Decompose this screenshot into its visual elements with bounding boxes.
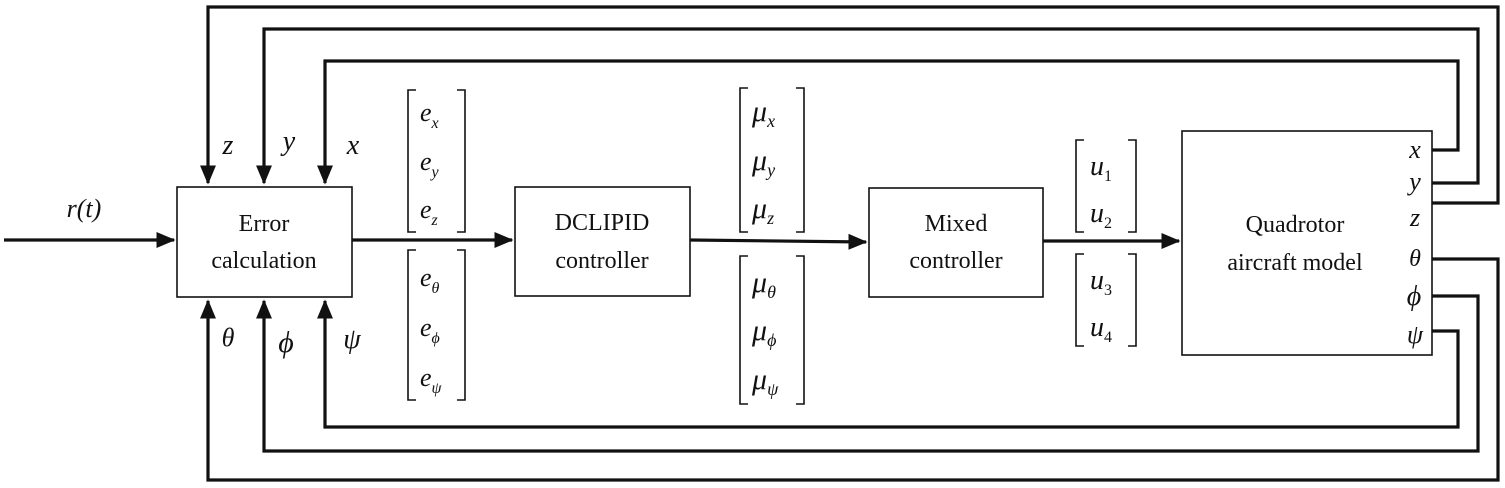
error-calculation-block [176,186,353,298]
u-b-entry-3: u3 [1090,265,1112,299]
u-a-bracket-left [1075,139,1084,233]
mu-att-entry-theta: μθ [751,266,776,302]
mixed-block-label-line2: controller [909,248,1002,274]
plant-output-x-label: x [1408,135,1421,164]
mu-pos-bracket-left [739,87,748,233]
plant-block-label-line1: Quadrotor [1246,212,1345,238]
plant-output-y-label: y [1406,167,1421,196]
quadrotor-model-block [1181,130,1433,356]
u-b-bracket-right [1128,253,1137,347]
dclipid-block-label-line2: controller [555,248,648,274]
feedback-wire-psi [317,299,1460,429]
dclipid-controller-block [514,186,691,297]
error-block-label-line2: calculation [211,248,316,274]
e-pos-entry-z: ez [420,195,439,229]
error-block-label-line1: Error [239,211,290,237]
plant-output-theta-label: θ [1409,246,1421,272]
input-signal-label: r(t) [67,194,102,223]
mu-att-bracket-left [739,255,748,405]
mu-att-entry-psi: μψ [751,363,779,399]
error-input-z-label: z [222,130,234,161]
u-a-entry-2: u2 [1090,198,1112,232]
dclipid-to-mixed-wire [689,233,868,250]
plant-block-label-line2: aircraft model [1227,250,1363,276]
error-input-theta-label: θ [222,323,235,352]
dclipid-block-label-line1: DCLIPID [555,210,650,236]
u-a-bracket-right [1128,139,1137,233]
e-att-entry-theta: eθ [420,263,440,297]
e-pos-bracket-right [457,89,466,233]
mu-att-entry-phi: μϕ [751,314,776,350]
mu-pos-entry-y: μy [751,144,775,180]
feedback-wire-theta [200,257,1500,482]
feedback-wire-y [256,27,1480,185]
feedback-wire-x [317,59,1460,185]
e-att-entry-psi: eψ [420,363,443,397]
mu-att-bracket-right [796,255,805,405]
e-pos-entry-y: ey [420,147,440,181]
mu-pos-entry-x: μx [751,95,775,131]
mu-pos-entry-z: μz [751,192,774,228]
e-att-bracket-left [407,249,416,401]
feedback-wire-z [200,5,1500,205]
u-b-entry-4: u4 [1090,312,1112,346]
mixed-block-label-line1: Mixed [925,211,988,237]
mu-pos-bracket-right [796,87,805,233]
feedback-wire-phi [256,294,1480,453]
error-input-phi-label: ϕ [278,326,294,359]
e-pos-entry-x: ex [420,98,439,132]
plant-output-psi-label: ψ [1407,320,1424,349]
u-b-bracket-left [1075,253,1084,347]
error-input-y-label: y [280,126,296,157]
u-a-entry-1: u1 [1090,151,1112,185]
error-input-psi-label: ψ [343,324,361,355]
mixed-controller-block [868,187,1044,298]
plant-output-phi-label: ϕ [1407,281,1422,312]
e-att-entry-phi: eϕ [420,313,440,347]
plant-output-z-label: z [1409,203,1420,232]
error-input-x-label: x [346,130,360,161]
e-pos-bracket-left [407,89,416,233]
e-att-bracket-right [457,249,466,401]
